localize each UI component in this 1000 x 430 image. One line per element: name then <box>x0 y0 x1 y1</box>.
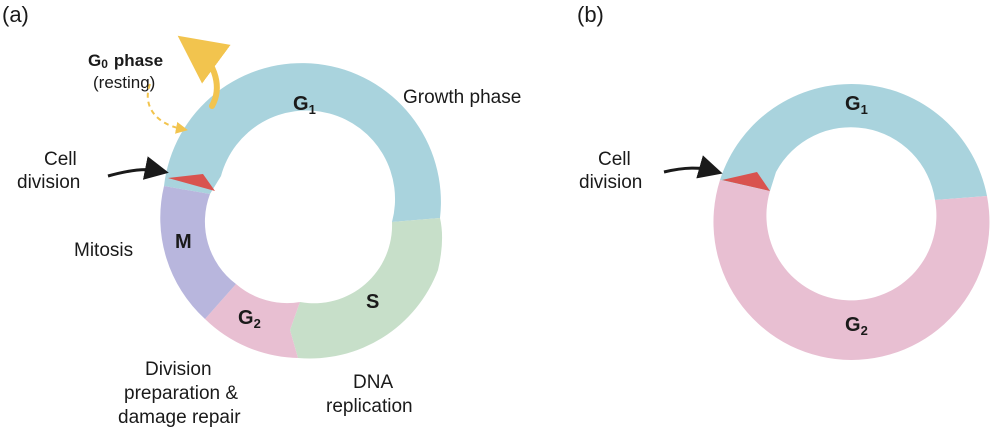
g0-entry-arrow <box>146 83 188 134</box>
dna-replication-label-line2: replication <box>326 396 413 417</box>
g1-phase-label-b: G1 <box>845 93 868 117</box>
cell-division-arrow <box>107 156 169 180</box>
panel-b: (b) G1 G2 Cell division <box>577 2 990 360</box>
g2-phase-label: G2 <box>238 307 261 331</box>
cell-division-label-b-line1: Cell <box>598 149 631 170</box>
division-prep-label-line2: preparation & <box>124 383 238 404</box>
g2-segment-b <box>713 180 990 360</box>
m-segment <box>160 186 236 319</box>
g0-exit-arrow <box>177 35 231 109</box>
division-prep-label-line1: Division <box>145 359 212 380</box>
cell-division-arrow-b <box>663 155 723 179</box>
s-phase-label: S <box>366 291 379 313</box>
dna-replication-label-line1: DNA <box>353 372 393 393</box>
division-prep-label-line3: damage repair <box>118 407 241 428</box>
mitosis-label: Mitosis <box>74 240 133 261</box>
g1-segment-b <box>720 83 987 200</box>
cell-division-label-b-line2: division <box>579 172 642 193</box>
panel-a-label: (a) <box>2 2 29 27</box>
division-marker <box>168 174 215 191</box>
division-marker-b <box>722 172 770 191</box>
g0-resting-label: (resting) <box>93 73 155 92</box>
g2-phase-label-b: G2 <box>845 314 868 338</box>
g1-segment <box>164 63 441 223</box>
m-phase-label: M <box>175 231 192 253</box>
growth-phase-label: Growth phase <box>403 87 521 108</box>
cell-division-label-line1: Cell <box>44 149 77 170</box>
g2-segment <box>205 284 300 358</box>
cell-division-label-line2: division <box>17 172 80 193</box>
g1-phase-label: G1 <box>293 93 316 117</box>
panel-b-label: (b) <box>577 2 604 27</box>
s-segment <box>290 218 443 359</box>
